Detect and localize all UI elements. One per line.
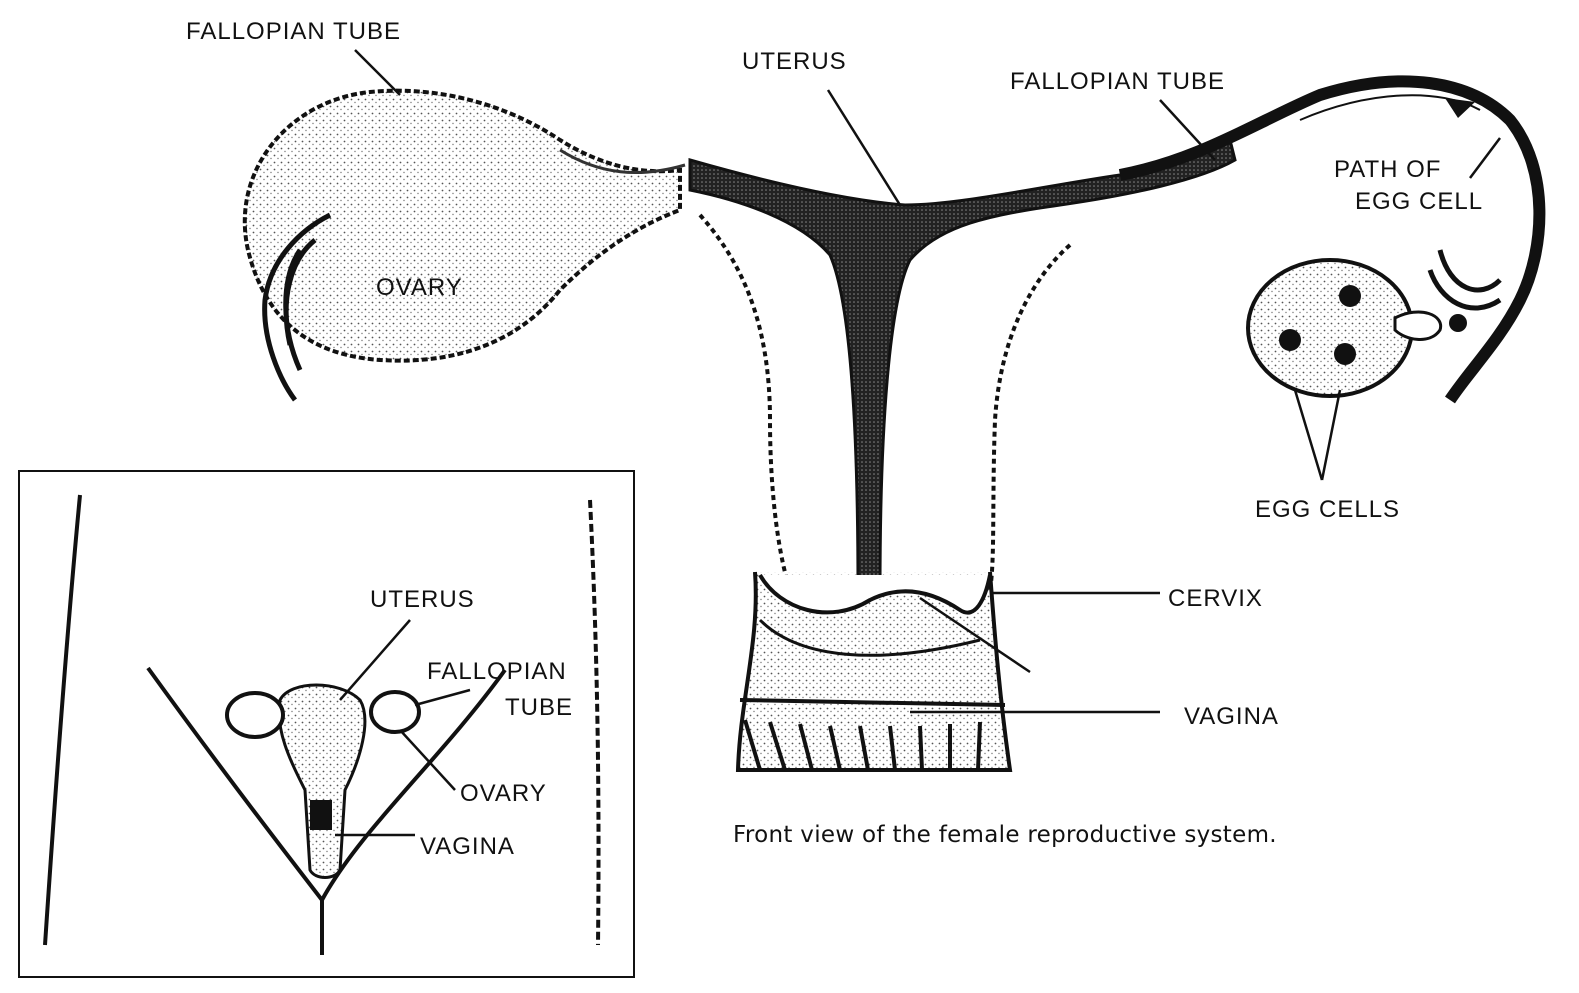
label-path-of-egg-line1: PATH OF	[1334, 158, 1441, 182]
egg-cell	[1334, 343, 1356, 365]
uterus-group	[690, 140, 1235, 590]
leader-uterus	[828, 90, 900, 205]
right-ovary-shape	[1248, 260, 1412, 396]
leader-fallopian-left	[355, 50, 400, 95]
leader-path-egg	[1470, 138, 1500, 178]
inset-label-fallopian-line2: TUBE	[505, 696, 573, 720]
figure-caption: Front view of the female reproductive sy…	[733, 822, 1277, 848]
cervix-vagina-group	[738, 572, 1010, 770]
label-fallopian-tube-right: FALLOPIAN TUBE	[1010, 70, 1225, 94]
label-path-of-egg-line2: EGG CELL	[1355, 190, 1483, 214]
inset-frame	[18, 470, 635, 978]
released-egg	[1395, 312, 1441, 339]
released-egg-dot	[1449, 314, 1467, 332]
label-cervix: CERVIX	[1168, 587, 1263, 611]
label-ovary: OVARY	[376, 276, 463, 300]
leader-egg-cells-b	[1322, 390, 1340, 480]
left-ovary-group	[245, 91, 685, 400]
egg-cell	[1279, 329, 1301, 351]
leader-egg-cells-a	[1295, 390, 1322, 480]
label-egg-cells: EGG CELLS	[1255, 498, 1400, 522]
inset-label-ovary: OVARY	[460, 782, 547, 806]
right-fimbriae	[1430, 250, 1500, 308]
inset-label-vagina: VAGINA	[420, 835, 515, 859]
egg-cell	[1339, 285, 1361, 307]
label-uterus: UTERUS	[742, 50, 847, 74]
label-fallopian-tube-left: FALLOPIAN TUBE	[186, 20, 401, 44]
egg-path-arrowhead	[1445, 98, 1475, 118]
label-vagina: VAGINA	[1184, 705, 1279, 729]
inset-label-uterus: UTERUS	[370, 588, 475, 612]
uterus-cavity	[690, 140, 1235, 590]
inset-label-fallopian-line1: FALLOPIAN	[427, 660, 567, 684]
